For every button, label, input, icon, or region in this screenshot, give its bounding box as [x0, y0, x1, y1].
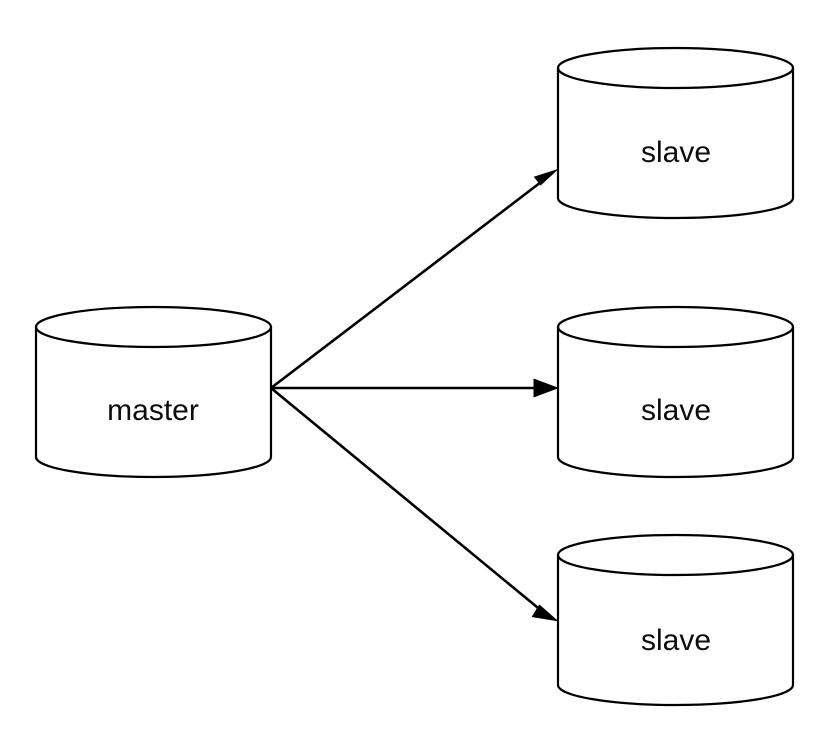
edge-group: [270, 169, 559, 622]
node-slave-3[interactable]: slave: [556, 533, 795, 707]
master-label: master: [107, 394, 199, 427]
node-slave-1[interactable]: slave: [556, 46, 795, 220]
arrowhead-right: [533, 378, 559, 398]
master-cylinder-lid: [34, 325, 273, 349]
edge-master-to-slave-3[interactable]: [270, 386, 559, 622]
edge-master-to-slave-1[interactable]: [270, 169, 558, 390]
node-master[interactable]: master: [34, 305, 273, 479]
slave-1-cylinder-body: [556, 46, 795, 220]
edge-line: [270, 386, 544, 614]
slave-2-cylinder-body: [556, 305, 795, 479]
arrowhead-down: [531, 604, 559, 622]
slave-1-cylinder-lid: [556, 66, 795, 90]
slave-1-label: slave: [641, 136, 711, 169]
node-slave-2[interactable]: slave: [556, 305, 795, 479]
slave-3-label: slave: [641, 624, 711, 657]
slave-2-label: slave: [641, 394, 711, 427]
edge-line: [270, 177, 546, 390]
arrowhead-up: [533, 169, 558, 186]
slave-3-cylinder-body: [556, 533, 795, 707]
master-cylinder-body: [34, 305, 273, 479]
slave-2-cylinder-lid: [556, 325, 795, 349]
edge-master-to-slave-2[interactable]: [271, 378, 559, 398]
slave-3-cylinder-lid: [556, 553, 795, 577]
